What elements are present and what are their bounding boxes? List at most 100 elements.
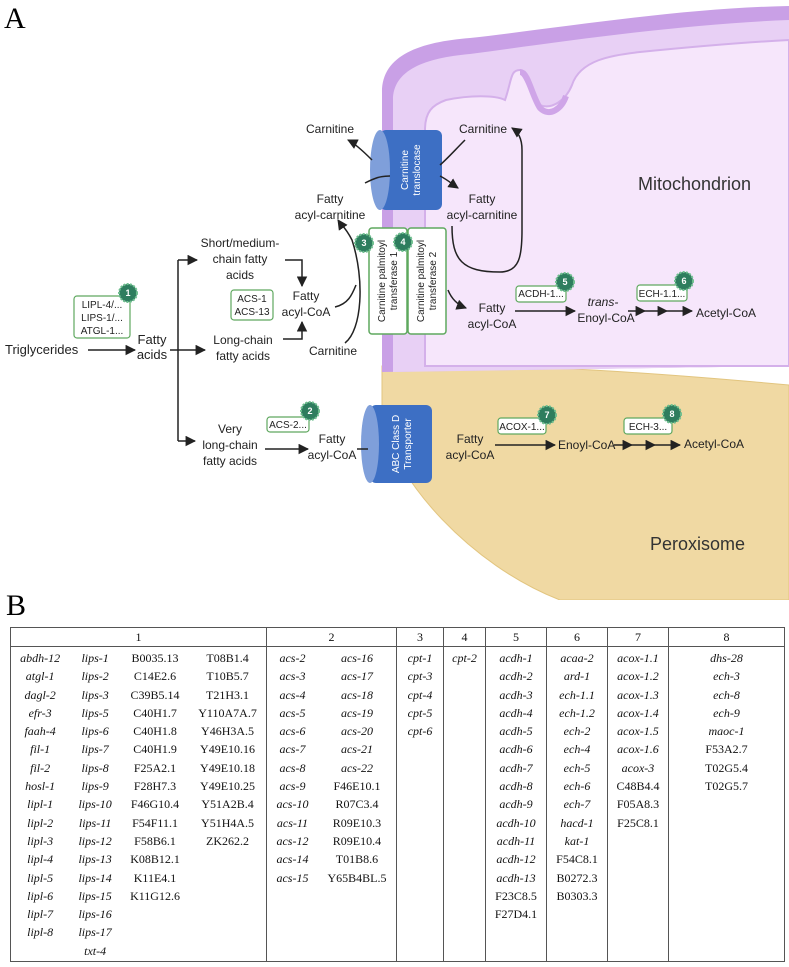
cpt2-label: Carnitine palmitoyltransferase 2 [416,240,439,322]
gene-name: acdh-1 [499,651,533,665]
gene-name: lips-13 [78,852,112,867]
header-2: 2 [266,627,397,647]
ech-perox-box [623,417,673,435]
gene-name: C40H1.9 [133,742,177,757]
gene-name: cpt-3 [407,669,433,684]
gene-name: acox-3 [621,760,655,775]
gene-name: lips-5 [81,705,109,720]
acetylcoa-mito-label: Acetyl-CoA [696,306,756,320]
gene-name: ech-8 [713,687,740,702]
acdh-label: ACDH-1... [518,289,564,300]
ech-mito-label: ECH-1.1... [639,289,686,300]
gene-name: acox-1.3 [617,687,659,702]
peroxisome-region [381,364,789,600]
gene-name: faah-4 [24,724,56,739]
gene-name: acs-14 [276,852,309,867]
gene-name: B0303.3 [556,888,598,903]
ech-mito-box [636,284,688,302]
gene-name: T21H3.1 [206,687,250,702]
gene-name: K08B12.1 [130,852,180,867]
gene-name: B0035.13 [131,651,179,665]
gene-name: acox-1.2 [617,669,659,684]
gene-name: lips-17 [78,925,112,940]
gene-name: lipl-8 [27,925,54,940]
acetylcoa-peroxisome-label: Acetyl-CoA [684,437,744,451]
gene-name: acdh-9 [499,797,533,812]
gene-name: Y110A7A.7 [198,705,257,720]
gene-name: ech-1.2 [559,705,595,720]
gene-name: Y49E10.16 [200,742,256,757]
header-8: 8 [668,627,785,647]
gene-name: B0272.3 [556,870,598,885]
gene-name: F46E10.1 [333,779,381,794]
gene-name: hacd-1 [560,815,594,830]
gene-name: acs-17 [340,669,373,684]
carnitine-bottom-label: Carnitine [309,344,357,358]
gene-name: R09E10.4 [332,833,382,848]
gene-name: K11G12.6 [130,888,180,903]
acox-box [497,417,547,435]
gene-name: cpt-2 [452,651,477,665]
gene-name: acdh-7 [499,760,533,775]
gene-name: ech-2 [563,724,591,739]
mitochondrion-crista [518,69,569,116]
gene-name: ech-5 [563,760,591,775]
gene-name: F54C8.1 [556,852,598,867]
gene-name: acs-8 [279,760,306,775]
gene-name: Y46H3A.5 [201,724,255,739]
gene-name: maoc-1 [708,724,745,739]
svg-text:6: 6 [681,276,686,286]
gene-name: acs-10 [276,797,309,812]
gene-name: dhs-28 [710,651,743,665]
pathway-arrows [88,127,694,455]
gene-name: T02G5.7 [705,779,748,794]
gene-name: ech-1.1 [559,687,595,702]
gene-name: acs-5 [279,705,306,720]
gene-name: F46G10.4 [130,797,180,812]
gene-name: lipl-3 [27,833,54,848]
badge-7: 7 [537,405,557,425]
svg-text:2: 2 [307,406,312,416]
gene-name: Y49E10.25 [200,779,256,794]
carnitine-translocase-label: Carnitinetranslocase [400,144,423,196]
gene-name: lips-8 [81,760,109,775]
gene-name: cpt-5 [407,705,433,720]
gene-name: F54F11.1 [132,815,178,830]
gene-name: acox-1.6 [617,742,659,757]
abc-transporter-label: ABC Class DTransporter [391,415,414,473]
gene-name: F23C8.5 [495,888,537,903]
gene-name: acs-18 [340,687,373,702]
svg-text:4: 4 [400,237,405,247]
gene-name: acs-3 [279,669,306,684]
gene-name: acdh-5 [499,724,533,739]
gene-name: cpt-6 [407,724,433,739]
panel-a-pathway-diagram: Mitochondrion Peroxisome Carnitinetransl… [5,6,789,600]
gene-name: acs-11 [276,815,309,830]
gene-name: kat-1 [564,833,590,848]
cpt1-box [368,227,408,335]
gene-name: acs-6 [279,724,306,739]
gene-name: lips-15 [78,888,112,903]
gene-subcolumn: cpt-2 [452,649,477,667]
gene-name: fil-2 [30,760,51,775]
svg-text:7: 7 [544,410,549,420]
gene-name: ZK262.2 [206,833,250,848]
panel-b-letter: B [6,589,27,622]
header-3: 3 [396,627,444,647]
gene-name: acs-2 [279,651,306,665]
gene-name: cpt-1 [407,651,433,665]
gene-name: lipl-4 [27,852,54,867]
gene-name: lips-16 [78,907,112,922]
